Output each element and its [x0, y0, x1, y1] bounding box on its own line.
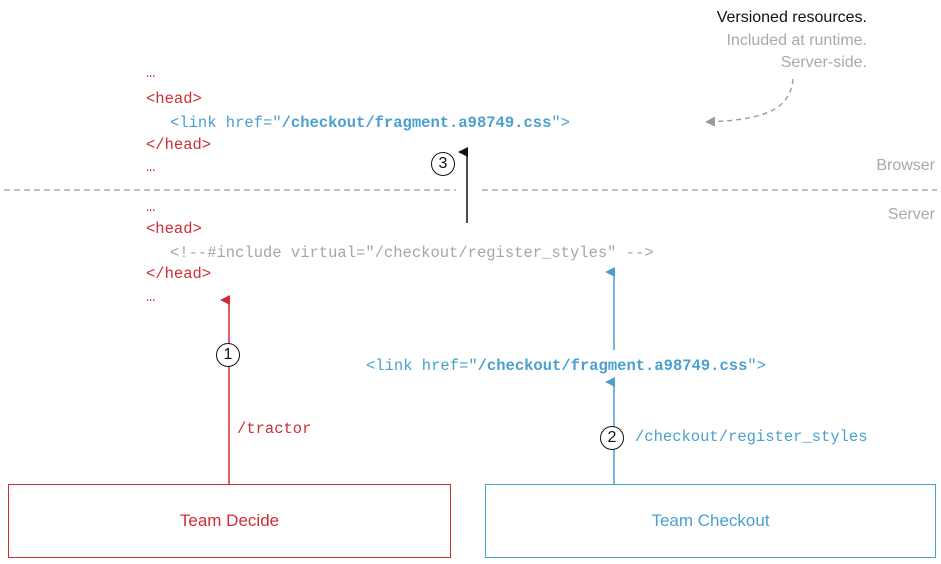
step-1-marker: 1: [216, 343, 240, 367]
fragment-link-path: /checkout/fragment.a98749.css: [477, 357, 748, 375]
browser-link-tag: <link href="/checkout/fragment.a98749.cs…: [170, 114, 570, 132]
server-include-directive: <!--#include virtual="/checkout/register…: [170, 244, 654, 262]
server-ellipsis-bottom: …: [146, 288, 156, 306]
zone-label-server: Server: [887, 206, 935, 223]
team-checkout-label: Team Checkout: [651, 511, 770, 530]
team-checkout-box: Team Checkout: [485, 484, 936, 558]
step-2-marker: 2: [600, 426, 624, 450]
browser-head-close: </head>: [146, 136, 212, 154]
route-label-register-styles: /checkout/register_styles: [635, 428, 868, 446]
note-line-serverside: Server-side.: [780, 54, 867, 71]
fragment-link-tag: <link href="/checkout/fragment.a98749.cs…: [366, 357, 766, 375]
browser-link-prefix: <link href=": [170, 114, 282, 132]
team-decide-box: Team Decide: [8, 484, 451, 558]
route-label-tractor: /tractor: [237, 420, 312, 438]
zone-label-browser: Browser: [876, 157, 935, 174]
browser-ellipsis-top: …: [146, 64, 156, 82]
fragment-link-suffix: ">: [747, 357, 766, 375]
step-3-marker: 3: [431, 152, 455, 176]
browser-ellipsis-bottom: …: [146, 158, 156, 176]
browser-head-open: <head>: [146, 90, 202, 108]
browser-link-suffix: ">: [551, 114, 570, 132]
fragment-link-prefix: <link href=": [366, 357, 478, 375]
note-line-runtime: Included at runtime.: [726, 32, 867, 49]
team-decide-label: Team Decide: [179, 511, 280, 530]
browser-link-path: /checkout/fragment.a98749.css: [281, 114, 552, 132]
server-head-open: <head>: [146, 220, 202, 238]
server-ellipsis-top: …: [146, 198, 156, 216]
server-head-close: </head>: [146, 265, 212, 283]
note-arrow: [705, 78, 794, 127]
note-title: Versioned resources.: [716, 9, 867, 26]
